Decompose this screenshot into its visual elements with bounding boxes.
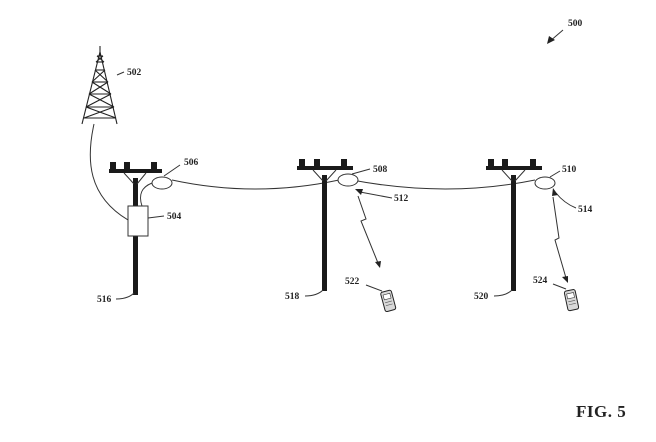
pole-2-label: 518 [285, 292, 300, 302]
power-line-1 [171, 179, 340, 190]
mobile-phone-icon-2 [563, 289, 580, 312]
interface-box [127, 205, 149, 237]
wireless-signal-icon-2 [552, 196, 567, 279]
pole-3-label: 520 [474, 292, 489, 302]
system-label: 500 [568, 19, 583, 29]
device-1-label: 522 [345, 277, 360, 287]
cell-tower-icon [81, 46, 118, 125]
node-box-cable [139, 182, 153, 207]
power-line-2 [351, 179, 536, 190]
system-reference-arrow [547, 29, 564, 44]
node-2-label: 508 [373, 165, 388, 175]
pole-1-label: 516 [97, 295, 112, 305]
box-label: 504 [167, 212, 182, 222]
tower-cable [89, 123, 129, 221]
link-1-label: 512 [394, 194, 409, 204]
node-3-label: 510 [562, 165, 577, 175]
link-2-label: 514 [578, 205, 593, 215]
utility-pole-2 [297, 159, 353, 291]
wireless-signal-icon [357, 195, 379, 264]
node-device-3 [534, 176, 556, 190]
utility-pole-3 [486, 159, 542, 291]
node-1-label: 506 [184, 158, 199, 168]
mobile-phone-icon [380, 289, 397, 313]
node-device-2 [337, 173, 359, 187]
figure-caption: FIG. 5 [576, 402, 627, 421]
node-device-1 [151, 176, 173, 190]
tower-label: 502 [127, 68, 142, 78]
device-2-label: 524 [533, 276, 548, 286]
